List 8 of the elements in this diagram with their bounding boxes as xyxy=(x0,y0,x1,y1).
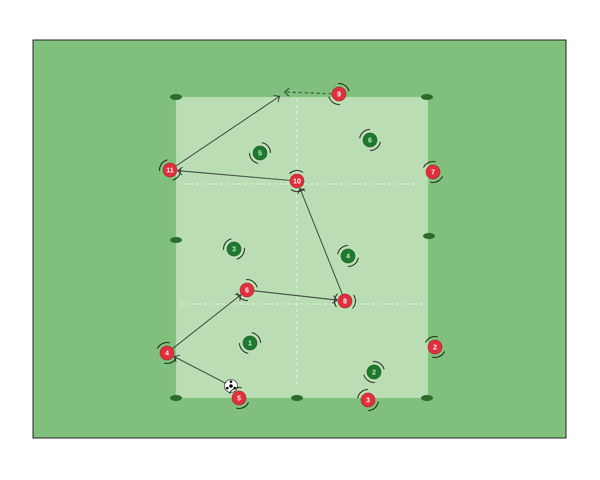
arrow xyxy=(254,290,338,304)
arrow xyxy=(176,95,280,166)
arrow xyxy=(172,294,242,349)
arrow xyxy=(177,166,290,181)
arrow xyxy=(284,88,332,97)
soccer-ball xyxy=(224,379,238,393)
arrow xyxy=(173,354,226,384)
arrow xyxy=(297,188,343,295)
